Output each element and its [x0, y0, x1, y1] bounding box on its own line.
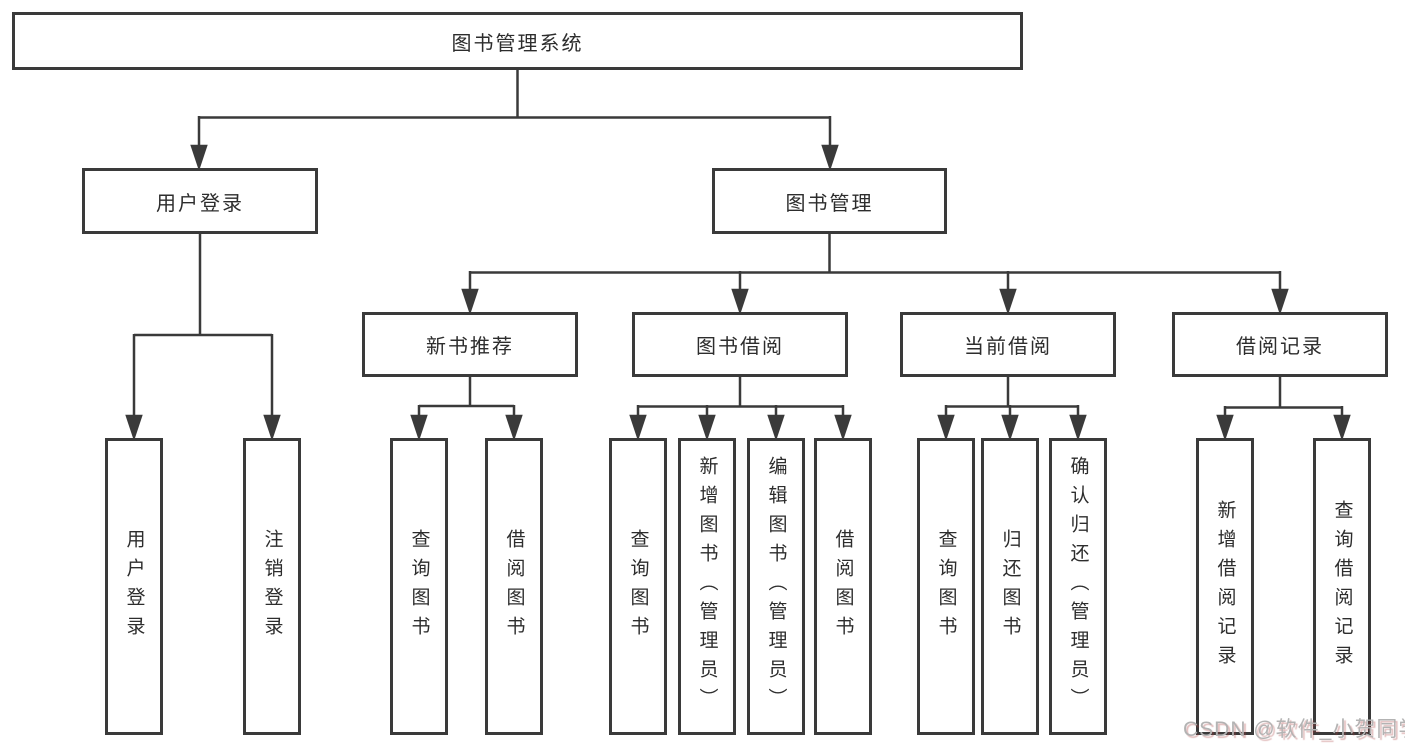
- connector-current-borrow-to-leaves: [937, 377, 1087, 441]
- node-book-borrow: 图书借阅: [632, 312, 848, 377]
- node-new-book-recommend: 新书推荐: [362, 312, 578, 377]
- node-root-library-system: 图书管理系统: [12, 12, 1023, 70]
- node-label: 借阅图书: [832, 528, 854, 645]
- node-label: 查询图书: [408, 528, 430, 645]
- arrow-down-icon: [410, 414, 428, 441]
- node-label: 借阅图书: [503, 528, 525, 645]
- node-label: 图书借阅: [696, 336, 784, 358]
- leaf-confirm-return-admin: 确认归还（管理员）: [1049, 438, 1107, 735]
- arrow-down-icon: [821, 144, 839, 171]
- node-label: 用户登录: [156, 192, 244, 215]
- leaf-query-books-current: 查询图书: [917, 438, 975, 735]
- arrow-down-icon: [937, 414, 955, 441]
- arrow-down-icon: [1271, 288, 1289, 315]
- node-label: 图书管理: [785, 192, 874, 215]
- node-label: 新书推荐: [426, 336, 514, 358]
- arrow-down-icon: [190, 144, 208, 171]
- arrow-down-icon: [731, 288, 749, 315]
- csdn-watermark: CSDN @软件_小贺同学: [1183, 718, 1405, 741]
- arrow-down-icon: [999, 288, 1017, 315]
- node-borrow-records: 借阅记录: [1172, 312, 1388, 377]
- arrow-down-icon: [834, 414, 852, 441]
- arrow-down-icon: [1216, 414, 1234, 441]
- node-label: 借阅记录: [1236, 336, 1324, 358]
- leaf-edit-books-admin: 编辑图书（管理员）: [747, 438, 805, 735]
- node-label: 查询图书: [627, 528, 649, 645]
- arrow-down-icon: [1001, 414, 1019, 441]
- arrow-down-icon: [629, 414, 647, 441]
- arrow-down-icon: [461, 288, 479, 315]
- leaf-query-books-recommend: 查询图书: [390, 438, 448, 735]
- leaf-add-borrow-record: 新增借阅记录: [1196, 438, 1254, 735]
- leaf-borrow-books: 借阅图书: [814, 438, 872, 735]
- node-label: 当前借阅: [964, 336, 1052, 358]
- connector-root-to-level2: [190, 70, 839, 171]
- node-label: 图书管理系统: [451, 32, 584, 55]
- node-label: 确认归还（管理员）: [1067, 456, 1089, 717]
- node-book-management: 图书管理: [712, 168, 947, 234]
- node-current-borrow: 当前借阅: [900, 312, 1116, 377]
- leaf-logout: 注销登录: [243, 438, 301, 735]
- node-user-login: 用户登录: [82, 168, 318, 234]
- leaf-query-borrow-record: 查询借阅记录: [1313, 438, 1371, 735]
- leaf-user-login: 用户登录: [105, 438, 163, 735]
- leaf-return-books: 归还图书: [981, 438, 1039, 735]
- connector-book-borrow-to-leaves: [629, 377, 852, 441]
- node-label: 归还图书: [999, 528, 1021, 645]
- node-label: 新增借阅记录: [1214, 499, 1236, 674]
- arrow-down-icon: [125, 414, 143, 441]
- node-label: 查询借阅记录: [1331, 499, 1353, 674]
- node-label: 注销登录: [261, 528, 283, 645]
- arrow-down-icon: [1333, 414, 1351, 441]
- arrow-down-icon: [698, 414, 716, 441]
- leaf-add-books-admin: 新增图书（管理员）: [678, 438, 736, 735]
- node-label: 新增图书（管理员）: [696, 456, 718, 717]
- connector-book-management-to-level3: [461, 234, 1289, 315]
- arrow-down-icon: [1069, 414, 1087, 441]
- arrow-down-icon: [263, 414, 281, 441]
- connector-borrow-records-to-leaves: [1216, 377, 1351, 441]
- leaf-query-books-borrow: 查询图书: [609, 438, 667, 735]
- node-label: 查询图书: [935, 528, 957, 645]
- connector-new-books-to-leaves: [410, 377, 523, 441]
- leaf-borrow-books-recommend: 借阅图书: [485, 438, 543, 735]
- node-label: 编辑图书（管理员）: [765, 456, 787, 717]
- connector-user-login-to-leaves: [125, 234, 281, 441]
- arrow-down-icon: [505, 414, 523, 441]
- arrow-down-icon: [767, 414, 785, 441]
- node-label: 用户登录: [123, 528, 145, 645]
